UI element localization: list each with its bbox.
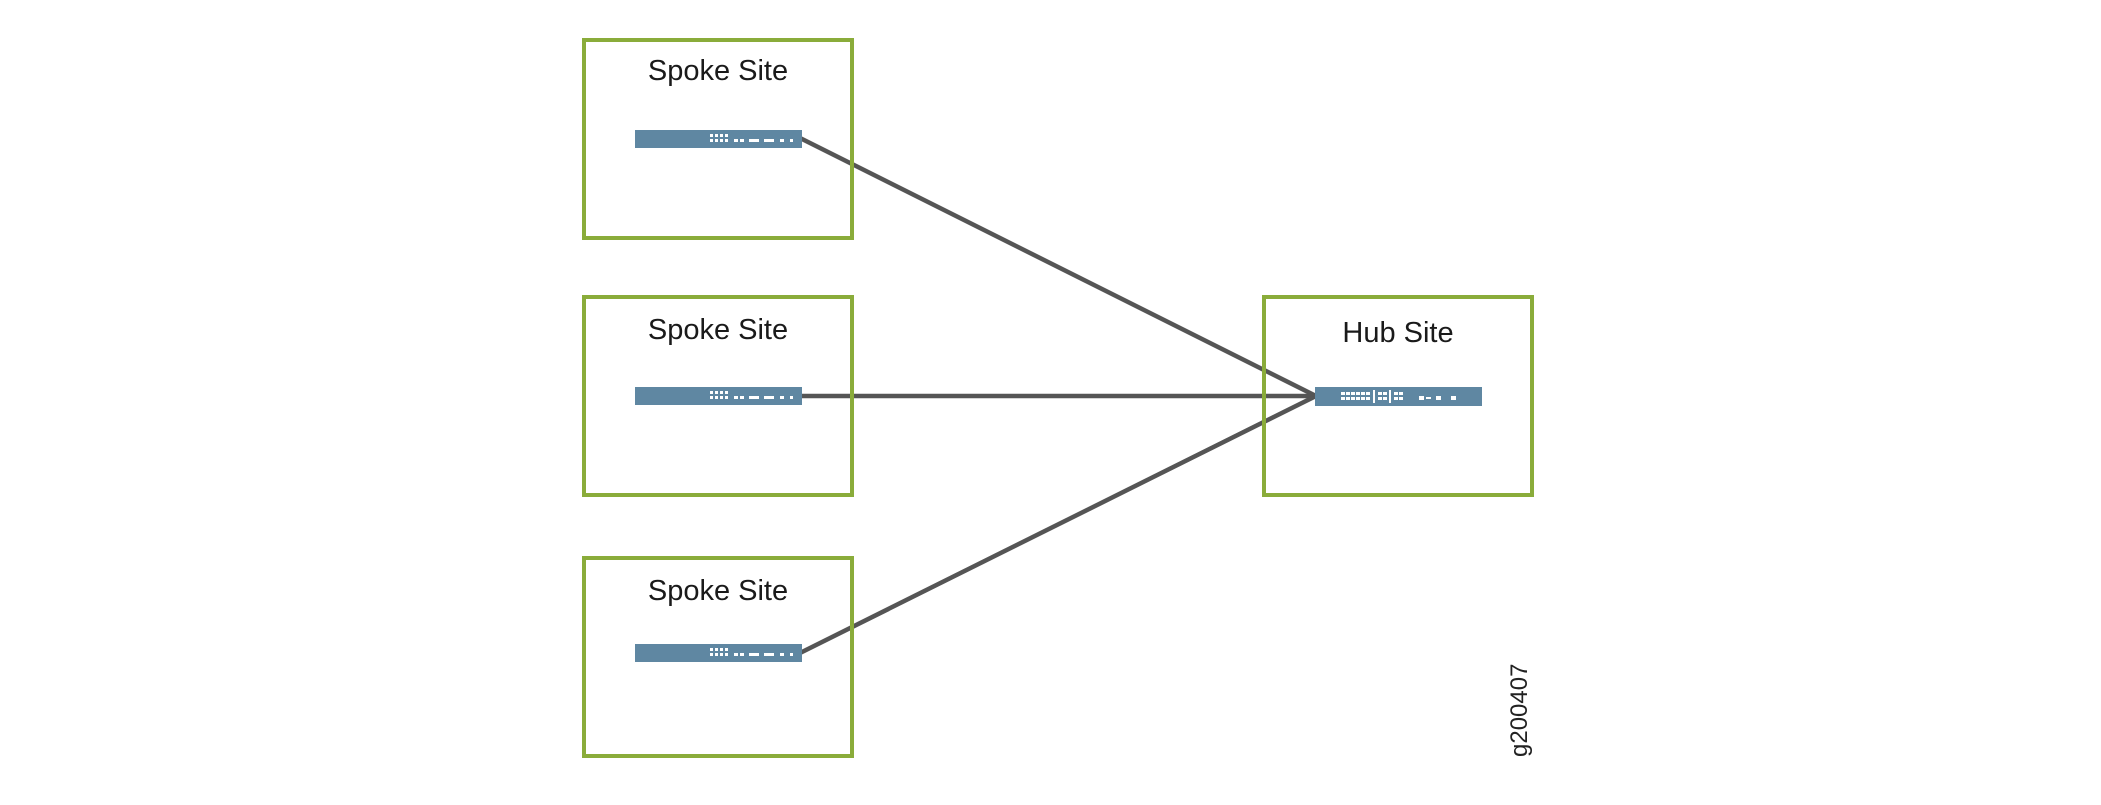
spoke-site-2: Spoke Site bbox=[582, 295, 854, 497]
link-spoke-3-hub bbox=[798, 393, 1318, 656]
spoke-site-3: Spoke Site bbox=[582, 556, 854, 758]
spoke-site-box bbox=[582, 295, 854, 497]
link-spoke-1-hub bbox=[798, 135, 1318, 399]
switch-icon bbox=[635, 387, 802, 405]
spoke-site-label: Spoke Site bbox=[648, 314, 788, 346]
switch-icon bbox=[1315, 387, 1482, 406]
hub-site-box bbox=[1262, 295, 1534, 497]
spoke-site-box bbox=[582, 38, 854, 240]
hub-site: Hub Site bbox=[1262, 295, 1534, 497]
spoke-site-1: Spoke Site bbox=[582, 38, 854, 240]
hub-site-label: Hub Site bbox=[1342, 317, 1453, 349]
spoke-site-box bbox=[582, 556, 854, 758]
links bbox=[798, 135, 1318, 656]
spoke-site-label: Spoke Site bbox=[648, 575, 788, 607]
figure-id-label: g200407 bbox=[1506, 664, 1533, 757]
spoke-site-label: Spoke Site bbox=[648, 55, 788, 87]
switch-icon bbox=[635, 130, 802, 148]
switch-icon bbox=[635, 644, 802, 662]
